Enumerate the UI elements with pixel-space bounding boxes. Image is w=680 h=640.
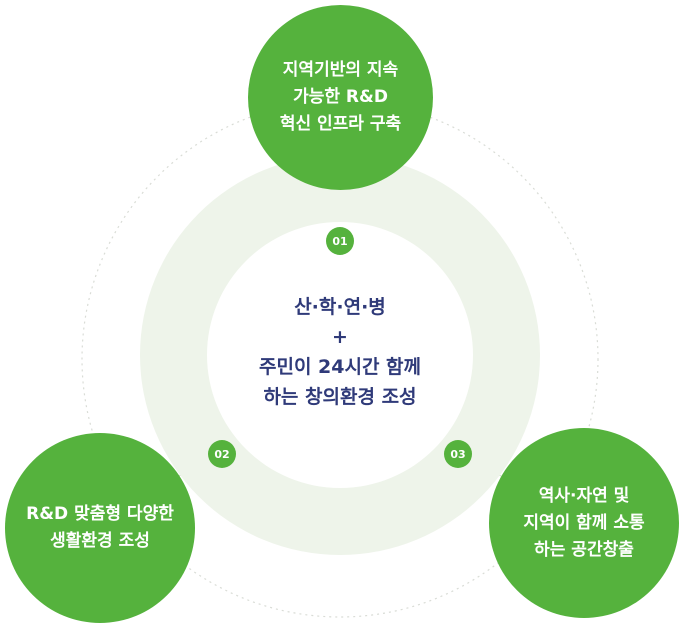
center-line-4: 하는 창의환경 조성 [263,386,417,408]
node-02: R&D 맞춤형 다양한 생활환경 조성 [5,433,195,623]
node-01-line-1: 지역기반의 지속 [282,60,399,80]
node-03-line-1: 역사·자연 및 [538,485,630,506]
node-03-line-3: 하는 공간창출 [534,539,634,560]
badge-01: 01 [326,227,354,255]
node-03: 역사·자연 및 지역이 함께 소통 하는 공간창출 [489,428,679,618]
node-01-line-3: 혁신 인프라 구축 [279,114,402,134]
node-03-line-2: 지역이 함께 소통 [523,512,645,533]
center-line-3: 주민이 24시간 함께 [258,356,422,378]
badge-02: 02 [208,440,236,468]
node-01: 지역기반의 지속 가능한 R&D 혁신 인프라 구축 [248,5,433,190]
center-text: 산·학·연·병 + 주민이 24시간 함께 하는 창의환경 조성 [215,292,465,412]
inner-circle [207,222,473,488]
node-02-line-1: R&D 맞춤형 다양한 [26,504,174,524]
node-02-line-2: 생활환경 조성 [50,531,150,551]
badge-03: 03 [444,440,472,468]
center-line-2: + [332,326,348,348]
center-line-1: 산·학·연·병 [294,296,386,318]
node-01-line-2: 가능한 R&D [293,87,388,107]
dotted-orbit [81,100,599,618]
